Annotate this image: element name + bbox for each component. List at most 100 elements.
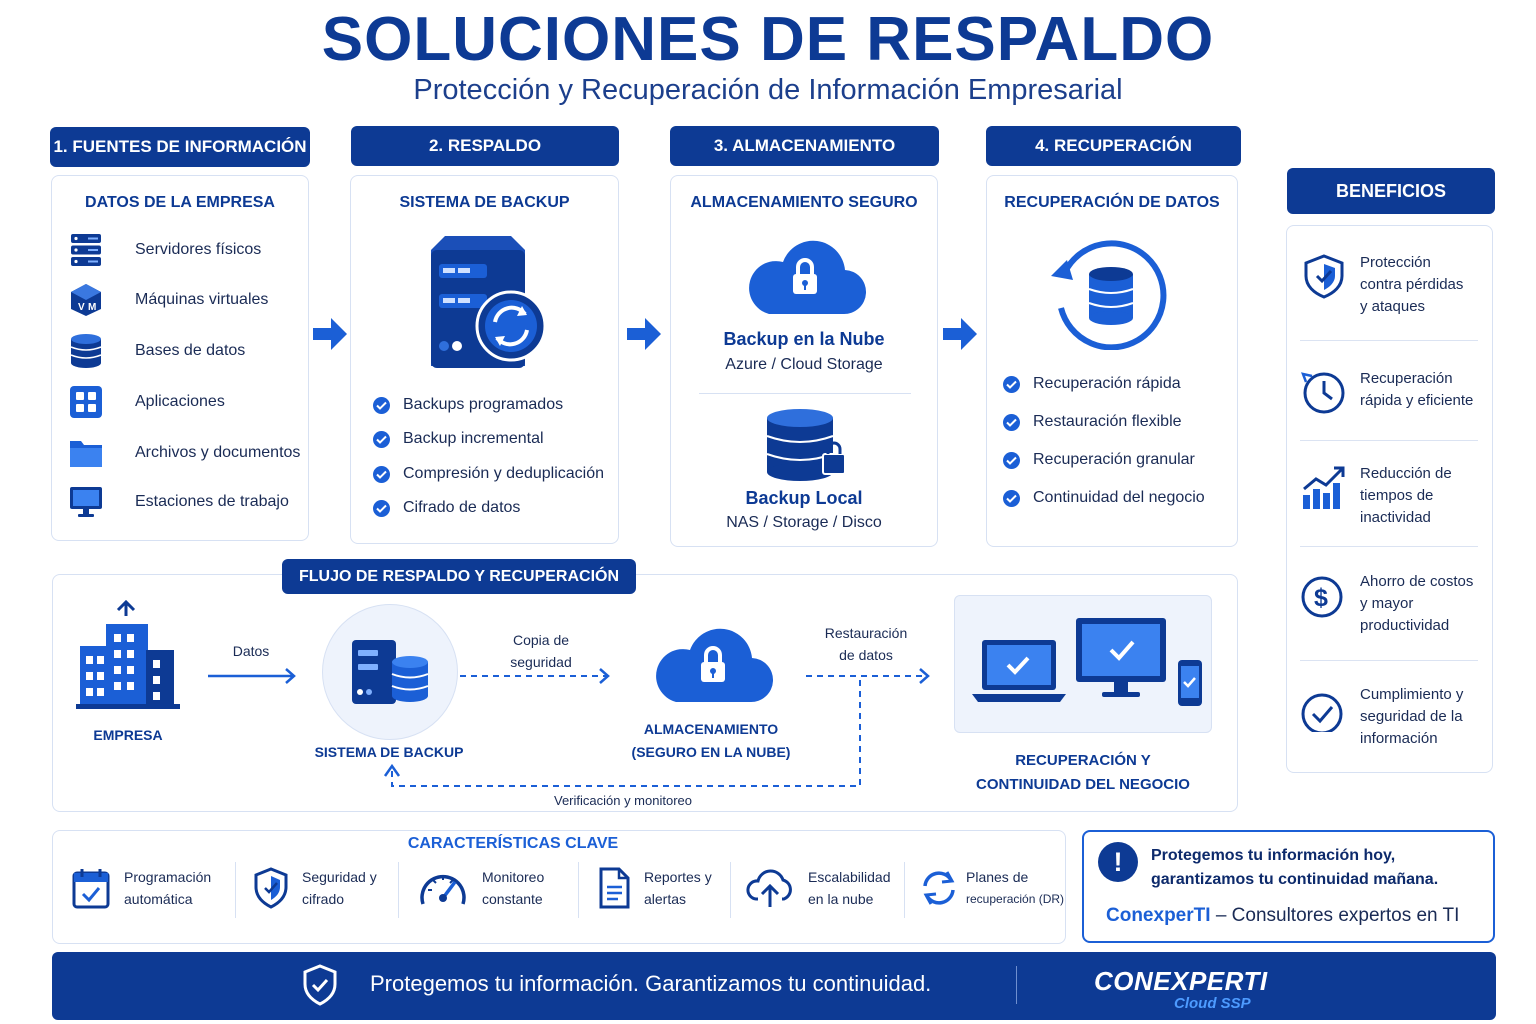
backup-feature: Backups programados xyxy=(373,396,563,414)
feature-line: automática xyxy=(124,891,193,907)
footer-bar xyxy=(52,952,1496,1020)
cloud-lock-icon xyxy=(656,628,774,703)
flow-recovery-label: RECUPERACIÓN Y CONTINUIDAD DEL NEGOCIO xyxy=(954,749,1212,797)
shield-check-icon xyxy=(303,964,337,1006)
benefit-line: seguridad de la xyxy=(1360,708,1463,725)
step-4-header: 4. RECUPERACIÓN xyxy=(986,126,1241,166)
benefit-line: y ataques xyxy=(1360,298,1426,315)
source-item-label: Archivos y documentos xyxy=(135,444,301,461)
feature-item: Monitoreo constante xyxy=(418,866,544,910)
benefit-line: inactividad xyxy=(1360,509,1431,526)
backup-server-icon xyxy=(431,236,547,368)
benefit-item: Cumplimiento y seguridad de la informaci… xyxy=(1300,684,1480,750)
gauge-icon xyxy=(420,874,466,905)
feature-item: Seguridad y cifrado xyxy=(254,866,377,910)
benefits-header: BENEFICIOS xyxy=(1287,168,1495,214)
promo-tagline: – Consultores expertos en TI xyxy=(1215,905,1460,926)
features-title: CARACTERÍSTICAS CLAVE xyxy=(407,835,619,852)
refresh-icon xyxy=(923,871,955,905)
alert-icon: ! xyxy=(1098,842,1138,882)
footer-logo: CONEXPERTI xyxy=(1094,966,1268,996)
check-icon xyxy=(1003,489,1020,507)
promo-line: garantizamos tu continuidad mañana. xyxy=(1151,871,1439,888)
source-item: Estaciones de trabajo xyxy=(68,484,289,520)
recovery-feature: Recuperación rápida xyxy=(1003,375,1181,393)
svg-text:$: $ xyxy=(1314,584,1328,612)
feature-line: cifrado xyxy=(302,891,345,907)
flow-dashed-arrow-icon xyxy=(460,668,610,684)
promo-brand-line: ConexperTI – Consultores expertos en TI xyxy=(1106,905,1459,927)
server-rack-icon xyxy=(68,232,104,268)
calendar-check-icon xyxy=(72,869,110,909)
shield-icon xyxy=(1304,254,1344,299)
benefit-divider xyxy=(1300,340,1478,341)
check-icon xyxy=(373,465,390,483)
feature-line: Planes de xyxy=(966,869,1029,885)
cloud-backup-title: Backup en la Nube xyxy=(723,329,885,349)
source-item: Aplicaciones xyxy=(68,384,225,420)
source-item-label: Aplicaciones xyxy=(135,393,225,410)
cloud-lock-icon xyxy=(749,240,867,315)
benefit-item: Reducción de tiempos de inactividad xyxy=(1300,463,1480,529)
local-backup-title: Backup Local xyxy=(745,488,863,508)
benefit-divider xyxy=(1300,660,1478,661)
check-icon xyxy=(373,430,390,448)
feature-divider xyxy=(904,862,905,918)
benefit-line: Cumplimiento y xyxy=(1360,686,1464,703)
check-icon xyxy=(373,499,390,517)
recovery-feature-label: Recuperación granular xyxy=(1033,451,1195,468)
check-icon xyxy=(1003,375,1020,393)
source-item-label: Estaciones de trabajo xyxy=(135,493,289,510)
benefit-line: productividad xyxy=(1360,617,1450,634)
backup-feature: Cifrado de datos xyxy=(373,499,520,517)
flow-copia-label: Copia de seguridad xyxy=(490,629,592,673)
benefit-text: Cumplimiento y seguridad de la informaci… xyxy=(1360,684,1463,750)
storage-card-title: ALMACENAMIENTO SEGURO xyxy=(690,194,918,211)
growth-chart-icon xyxy=(1303,466,1345,509)
check-icon xyxy=(1003,413,1020,431)
footer-logo-sub: Cloud SSP xyxy=(1174,995,1251,1012)
flow-backup-label: SISTEMA DE BACKUP xyxy=(314,744,464,760)
recovery-card: RECUPERACIÓN DE DATOS Recuperación rápid… xyxy=(986,175,1238,547)
flow-copia-line: seguridad xyxy=(510,654,572,670)
recovery-feature-label: Restauración flexible xyxy=(1033,413,1182,430)
flow-storage-line: (SEGURO EN LA NUBE) xyxy=(631,744,791,760)
building-icon xyxy=(76,600,180,709)
benefit-text: Reducción de tiempos de inactividad xyxy=(1360,463,1452,529)
feature-text: Monitoreo constante xyxy=(482,866,544,910)
clock-icon xyxy=(1301,372,1345,414)
svg-text:V: V xyxy=(78,302,85,313)
benefit-line: tiempos de xyxy=(1360,487,1434,504)
backup-feature: Backup incremental xyxy=(373,430,544,448)
benefit-line: rápida y eficiente xyxy=(1360,392,1474,409)
promo-line: Protegemos tu información hoy, xyxy=(1151,847,1396,864)
feature-line: Monitoreo xyxy=(482,869,545,885)
flow-restore-line: de datos xyxy=(839,647,893,663)
backup-feature-label: Backups programados xyxy=(403,396,564,413)
feature-item: Escalabilidad en la nube xyxy=(746,866,891,910)
promo-brand: ConexperTI xyxy=(1106,905,1211,926)
local-backup-sub: NAS / Storage / Disco xyxy=(726,514,882,531)
footer-text: Protegemos tu información. Garantizamos … xyxy=(370,971,932,996)
flow-restore-label: Restauración de datos xyxy=(812,622,920,666)
feature-text: Programación automática xyxy=(124,866,211,910)
benefit-item: $ Ahorro de costos y mayor productividad xyxy=(1300,571,1480,637)
step-1-header: 1. FUENTES DE INFORMACIÓN xyxy=(50,127,310,167)
feature-line: Escalabilidad xyxy=(808,869,891,885)
footer-divider xyxy=(1016,966,1017,1004)
arrow-right-icon xyxy=(627,318,661,350)
backup-card: SISTEMA DE BACKUP Backups programados Ba… xyxy=(350,175,619,544)
benefit-line: Reducción de xyxy=(1360,465,1452,482)
arrow-right-icon xyxy=(313,318,347,350)
benefit-line: y mayor xyxy=(1360,595,1414,612)
source-item: Bases de datos xyxy=(68,333,245,369)
feature-text: Seguridad y cifrado xyxy=(302,866,377,910)
database-icon xyxy=(68,333,104,369)
feature-text: Planes de recuperación (DR) xyxy=(966,866,1064,910)
local-storage-icon xyxy=(766,409,846,481)
feature-text: Escalabilidad en la nube xyxy=(808,866,891,910)
source-item: Archivos y documentos xyxy=(68,435,300,471)
recovery-feature-label: Recuperación rápida xyxy=(1033,375,1181,392)
virtual-machine-icon: V M xyxy=(68,282,104,318)
promo-message: Protegemos tu información hoy, garantiza… xyxy=(1151,844,1438,892)
